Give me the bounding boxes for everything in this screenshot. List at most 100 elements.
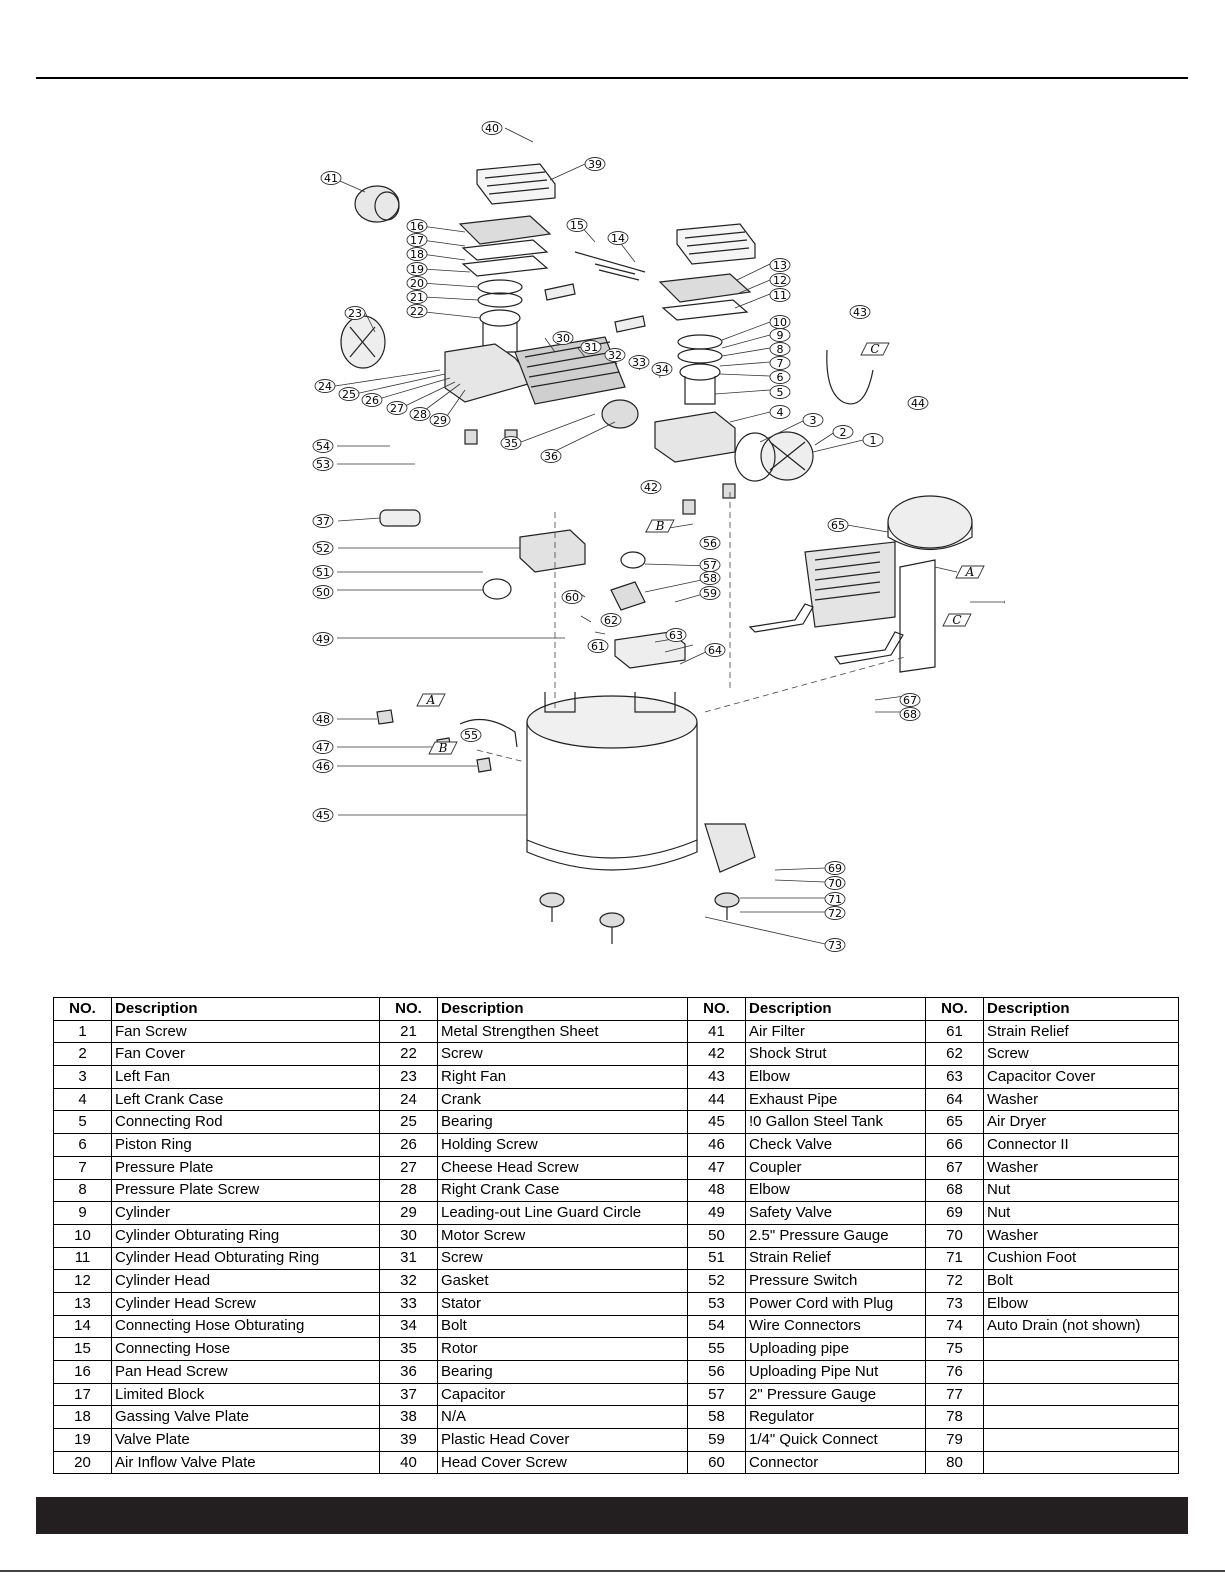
part-description-cell: Fan Screw — [111, 1019, 380, 1044]
part-description-cell: 2.5" Pressure Gauge — [745, 1223, 926, 1248]
callout-label: 1 — [870, 434, 877, 447]
part-number-cell: 62 — [925, 1042, 984, 1067]
part-number-cell: 76 — [925, 1360, 984, 1384]
part-number-cell: 69 — [925, 1201, 984, 1225]
part-description-cell — [983, 1450, 1179, 1475]
callout-label: 3 — [810, 414, 817, 427]
callout-9: 9 — [769, 328, 791, 342]
callout-label: 32 — [608, 349, 622, 362]
part-number-cell: 74 — [925, 1314, 984, 1339]
part-number-cell: 16 — [53, 1360, 112, 1384]
callout-57: 57 — [699, 558, 721, 572]
callout-label: 22 — [410, 305, 424, 318]
callout-27: 27 — [386, 401, 408, 415]
part-description-cell: Screw — [437, 1042, 688, 1067]
part-description-cell — [983, 1360, 1179, 1384]
part-number-cell: 29 — [379, 1201, 438, 1225]
callout-label: 69 — [828, 862, 842, 875]
callout-39: 39 — [584, 157, 606, 171]
part-description-cell: Coupler — [745, 1155, 926, 1180]
callout-54: 54 — [312, 439, 334, 453]
part-description-cell: Bolt — [437, 1314, 688, 1339]
part-description-cell: Bearing — [437, 1110, 688, 1135]
callout-6: 6 — [769, 370, 791, 384]
callout-label: 40 — [485, 122, 499, 135]
callout-10: 10 — [769, 315, 791, 329]
connection-letter: C — [952, 613, 961, 627]
callout-29: 29 — [429, 413, 451, 427]
leader-lines — [332, 127, 1005, 945]
part-description-cell: Cylinder — [111, 1201, 380, 1225]
part-number-cell: 50 — [687, 1223, 746, 1248]
callout-68: 68 — [899, 707, 921, 721]
part-number-cell: 51 — [687, 1246, 746, 1271]
callout-label: 7 — [777, 357, 784, 370]
callout-label: 42 — [644, 481, 658, 494]
header-no-3: NO. — [687, 997, 746, 1021]
callout-label: 50 — [316, 586, 330, 599]
part-description-cell: Wire Connectors — [745, 1314, 926, 1339]
part-number-cell: 40 — [379, 1450, 438, 1475]
part-description-cell: Air Inflow Valve Plate — [111, 1450, 380, 1475]
part-number-cell: 39 — [379, 1428, 438, 1452]
part-description-cell: Connecting Hose Obturating — [111, 1314, 380, 1339]
callout-11: 11 — [769, 288, 791, 302]
callout-61: 61 — [587, 639, 609, 653]
callout-7: 7 — [769, 356, 791, 370]
part-description-cell: Auto Drain (not shown) — [983, 1314, 1179, 1339]
part-description-cell: Connecting Rod — [111, 1110, 380, 1135]
callout-40: 40 — [481, 121, 503, 135]
callout-label: 46 — [316, 760, 330, 773]
callout-label: 65 — [831, 519, 845, 532]
part-description-cell: Limited Block — [111, 1382, 380, 1407]
callout-label: 53 — [316, 458, 330, 471]
part-description-cell: Cylinder Obturating Ring — [111, 1223, 380, 1248]
part-number-cell: 53 — [687, 1291, 746, 1316]
callout-17: 17 — [406, 233, 428, 247]
assembly-lines — [476, 492, 906, 763]
part-description-cell: Left Fan — [111, 1065, 380, 1089]
part-description-cell — [983, 1337, 1179, 1361]
part-number-cell: 70 — [925, 1223, 984, 1248]
callout-label: 54 — [316, 440, 330, 453]
part-description-cell: Nut — [983, 1178, 1179, 1203]
part-number-cell: 42 — [687, 1042, 746, 1067]
header-description-3: Description — [745, 997, 926, 1021]
callout-35: 35 — [500, 436, 522, 450]
callout-50: 50 — [312, 585, 334, 599]
callout-52: 52 — [312, 541, 334, 555]
callout-label: 24 — [318, 380, 332, 393]
callout-13: 13 — [769, 258, 791, 272]
part-number-cell: 12 — [53, 1269, 112, 1293]
callout-label: 28 — [413, 408, 427, 421]
header-no-4: NO. — [925, 997, 984, 1021]
part-number-cell: 9 — [53, 1201, 112, 1225]
part-number-cell: 1 — [53, 1019, 112, 1044]
part-description-cell: Cylinder Head — [111, 1269, 380, 1293]
callout-label: 19 — [410, 263, 424, 276]
part-number-cell: 8 — [53, 1178, 112, 1203]
callout-label: 51 — [316, 566, 330, 579]
part-number-cell: 17 — [53, 1382, 112, 1407]
part-description-cell: Strain Relief — [983, 1019, 1179, 1044]
part-description-cell: Regulator — [745, 1405, 926, 1430]
part-description-cell: Piston Ring — [111, 1133, 380, 1157]
callout-56: 56 — [699, 536, 721, 550]
part-number-cell: 78 — [925, 1405, 984, 1430]
part-number-cell: 52 — [687, 1269, 746, 1293]
callout-label: 55 — [464, 729, 478, 742]
part-number-cell: 46 — [687, 1133, 746, 1157]
callout-label: 16 — [410, 220, 424, 233]
connection-letter: B — [655, 519, 665, 533]
callout-label: 14 — [611, 232, 625, 245]
callout-63: 63 — [665, 628, 687, 642]
part-number-cell: 67 — [925, 1155, 984, 1180]
callout-73: 73 — [824, 938, 846, 952]
header-description-4: Description — [983, 997, 1179, 1021]
callout-label: 61 — [591, 640, 605, 653]
callout-14: 14 — [607, 231, 629, 245]
